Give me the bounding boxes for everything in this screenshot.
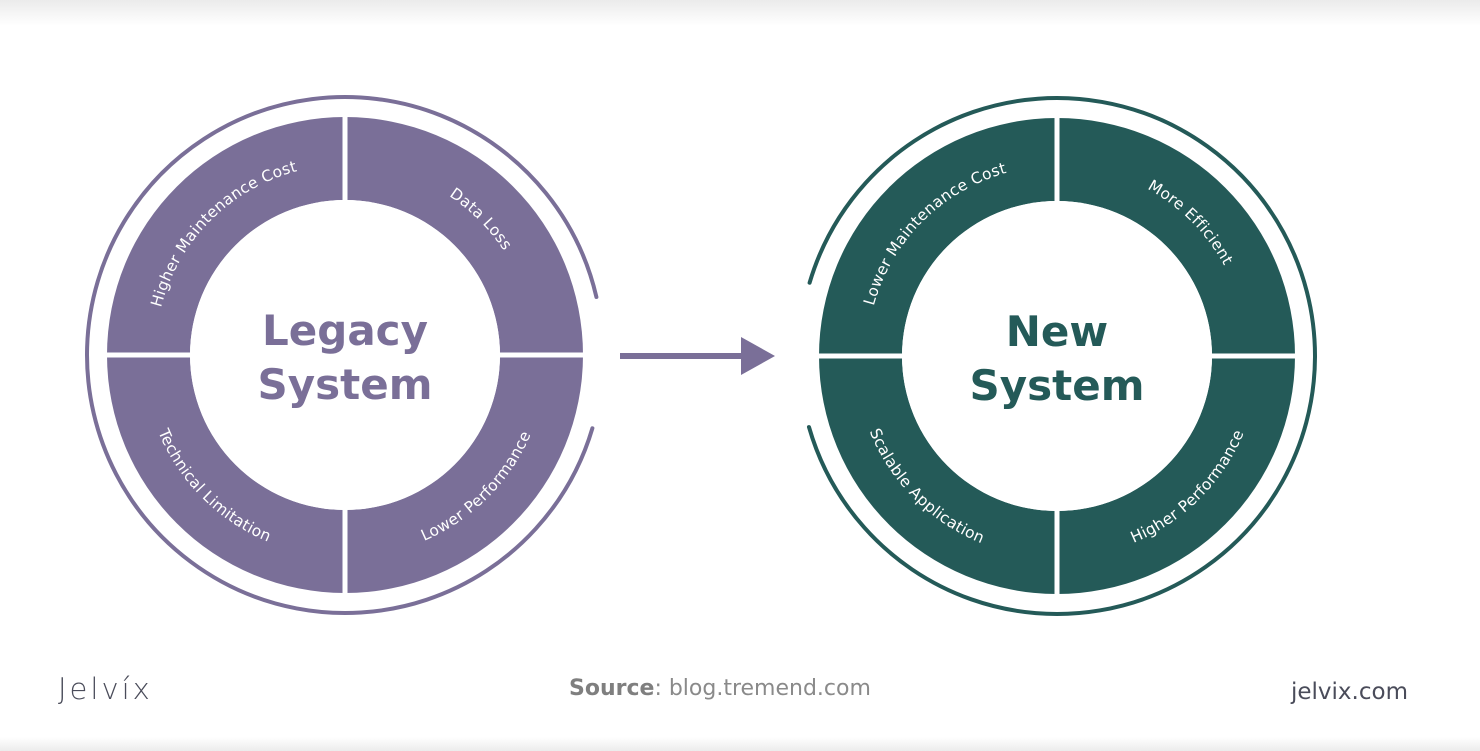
bottom-shade	[0, 737, 1480, 751]
jelvix-logo: Jelvíx	[58, 672, 153, 706]
site-url: jelvix.com	[1291, 679, 1408, 705]
segment-shape	[1057, 356, 1295, 594]
segment-shape	[819, 356, 1057, 594]
arrow-head-icon	[741, 337, 775, 375]
source-label: Source	[569, 676, 655, 701]
segment-shape	[345, 355, 583, 593]
center-circle	[902, 201, 1212, 511]
top-shade	[0, 0, 1480, 26]
outer-ring-arc	[806, 95, 1317, 616]
center-title-line2: System	[258, 360, 433, 409]
segment-shape	[107, 117, 345, 355]
segment-shape	[345, 117, 583, 355]
segment-top-right: Data Loss	[345, 117, 583, 355]
outer-ring-arc	[85, 95, 599, 616]
segment-shape	[819, 118, 1057, 356]
center-title-line1: Legacy	[262, 306, 428, 355]
center-circle	[190, 200, 500, 510]
transition-arrow	[620, 337, 775, 375]
center-title-line2: System	[970, 361, 1145, 410]
source-credit: Source: blog.tremend.com	[569, 676, 871, 701]
source-value: : blog.tremend.com	[654, 676, 871, 701]
segment-shape	[107, 355, 345, 593]
segment-shape	[1057, 118, 1295, 356]
center-title-line1: New	[1006, 307, 1108, 356]
